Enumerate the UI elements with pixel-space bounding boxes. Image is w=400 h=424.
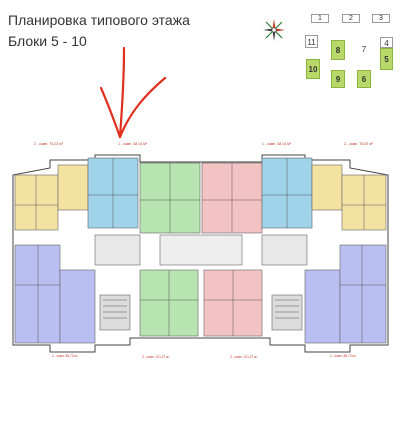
legend-block-5: 5 bbox=[380, 48, 393, 70]
label-bottom-left-2k: 2 - комн. 88,73 м² bbox=[52, 354, 78, 358]
legend-block-10: 10 bbox=[306, 59, 320, 79]
legend-block-7: 7 bbox=[361, 45, 367, 54]
label-top-left-1k: 1 - комн. 48,14 м² bbox=[118, 142, 148, 146]
label-top-right-1k: 1 - комн. 48,14 м² bbox=[262, 142, 292, 146]
hand-drawn-arrow-icon bbox=[99, 46, 167, 139]
label-bottom-midleft-3k: 3 - комн. 121,27 м² bbox=[142, 355, 169, 359]
page-title: Планировка типового этажа bbox=[8, 12, 190, 28]
compass-rose-icon bbox=[263, 19, 285, 41]
legend-block-9: 9 bbox=[331, 70, 345, 88]
legend-block-2: 2 bbox=[342, 14, 360, 23]
label-bottom-midright-3k: 3 - комн. 121,27 м² bbox=[230, 355, 257, 359]
apartment-2k-top-left bbox=[14, 174, 59, 231]
apartment-2k-bottom-left bbox=[14, 244, 61, 344]
legend-block-11: 11 bbox=[305, 35, 318, 48]
apartment-2k-bottom-right bbox=[339, 244, 387, 344]
legend-block-1: 1 bbox=[311, 14, 329, 23]
legend-block-4: 4 bbox=[380, 37, 393, 48]
legend-block-3: 3 bbox=[372, 14, 390, 23]
page-subtitle: Блоки 5 - 10 bbox=[8, 33, 87, 49]
legend-block-6: 6 bbox=[357, 70, 371, 88]
legend-block-8: 8 bbox=[331, 40, 345, 60]
label-bottom-right-2k: 2 - комн. 88,73 м² bbox=[330, 354, 356, 358]
label-top-right-2k: 2 - комн. 75,03 м² bbox=[344, 142, 374, 146]
label-top-left-2k: 2 - комн. 75,03 м² bbox=[34, 142, 64, 146]
